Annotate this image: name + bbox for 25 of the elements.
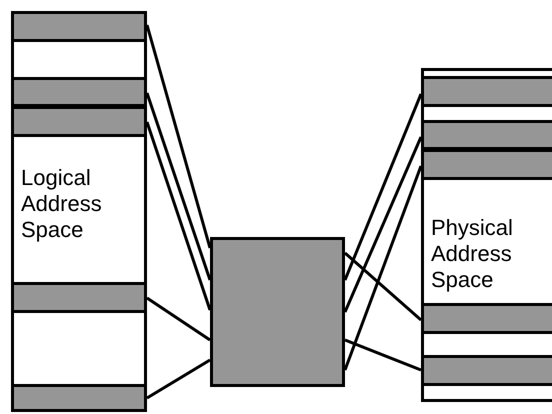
- address-space-column: [421, 68, 552, 402]
- memory-block: [14, 282, 144, 313]
- memory-block: [424, 355, 552, 386]
- mapping-box: [210, 237, 345, 387]
- connector-line: [344, 252, 422, 322]
- connector-line: [344, 165, 422, 371]
- column-label: Logical Address Space: [21, 165, 103, 243]
- address-space-column: [11, 11, 147, 412]
- memory-block: [424, 149, 552, 180]
- column-label: Physical Address Space: [431, 215, 514, 293]
- connector-line: [146, 92, 212, 280]
- memory-block: [14, 384, 144, 412]
- connector-line: [344, 136, 422, 313]
- memory-block: [424, 303, 552, 334]
- memory-block: [14, 11, 144, 42]
- memory-block: [14, 106, 144, 137]
- connector-line: [146, 296, 211, 342]
- connector-line: [344, 93, 422, 281]
- connector-line: [146, 122, 212, 310]
- connector-line: [344, 338, 422, 372]
- connector-line: [146, 358, 211, 400]
- memory-block: [424, 76, 552, 107]
- memory-block: [424, 120, 552, 150]
- memory-block: [14, 77, 144, 107]
- connector-line: [146, 24, 212, 248]
